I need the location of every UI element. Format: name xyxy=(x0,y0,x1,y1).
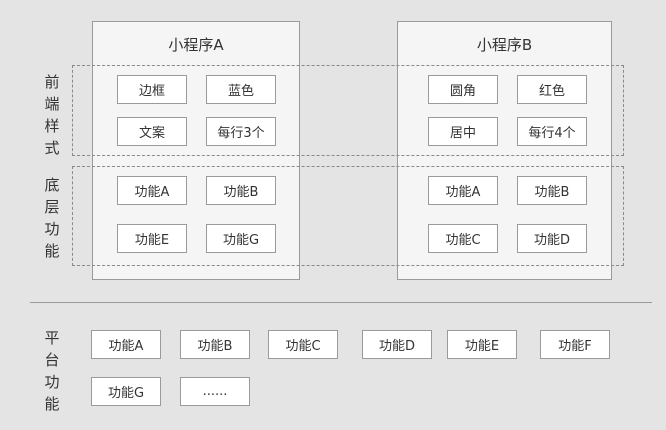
base-function-band xyxy=(72,166,624,266)
program-a-function-g: 功能G xyxy=(206,224,276,253)
program-b-title: 小程序B xyxy=(476,36,533,54)
platform-function-b: 功能B xyxy=(180,330,250,359)
program-b-style-red: 红色 xyxy=(517,75,587,104)
platform-function-label: 平 台 功 能 xyxy=(42,327,62,415)
base-function-char-3: 功 xyxy=(44,220,60,238)
frontend-style-char-2: 端 xyxy=(44,95,60,113)
program-a-title: 小程序A xyxy=(168,36,224,54)
frontend-style-band xyxy=(72,65,624,156)
platform-function-char-3: 功 xyxy=(44,373,60,391)
program-a-style-blue: 蓝色 xyxy=(206,75,276,104)
program-a-function-e: 功能E xyxy=(117,224,187,253)
section-divider xyxy=(30,302,652,303)
program-b-style-rounded: 圆角 xyxy=(428,75,498,104)
program-b-style-center: 居中 xyxy=(428,117,498,146)
program-a-style-border: 边框 xyxy=(117,75,187,104)
platform-function-g: 功能G xyxy=(91,377,161,406)
frontend-style-label: 前 端 样 式 xyxy=(42,71,62,159)
platform-function-more: ...... xyxy=(180,377,250,406)
platform-function-d: 功能D xyxy=(362,330,432,359)
program-b-function-c: 功能C xyxy=(428,224,498,253)
platform-function-char-2: 台 xyxy=(44,351,60,369)
platform-function-char-1: 平 xyxy=(44,329,60,347)
platform-function-e: 功能E xyxy=(447,330,517,359)
program-a-function-b: 功能B xyxy=(206,176,276,205)
base-function-char-2: 层 xyxy=(44,198,60,216)
frontend-style-char-3: 样 xyxy=(44,117,60,135)
program-a-style-copy: 文案 xyxy=(117,117,187,146)
base-function-char-1: 底 xyxy=(44,176,60,194)
program-b-function-d: 功能D xyxy=(517,224,587,253)
platform-function-char-4: 能 xyxy=(44,395,60,413)
platform-function-c: 功能C xyxy=(268,330,338,359)
frontend-style-char-4: 式 xyxy=(44,139,60,157)
base-function-label: 底 层 功 能 xyxy=(42,174,62,262)
program-b-style-per-row: 每行4个 xyxy=(517,117,587,146)
platform-function-f: 功能F xyxy=(540,330,610,359)
program-b-function-a: 功能A xyxy=(428,176,498,205)
program-a-style-per-row: 每行3个 xyxy=(206,117,276,146)
program-a-function-a: 功能A xyxy=(117,176,187,205)
platform-function-a: 功能A xyxy=(91,330,161,359)
frontend-style-char-1: 前 xyxy=(44,73,60,91)
base-function-char-4: 能 xyxy=(44,242,60,260)
program-b-function-b: 功能B xyxy=(517,176,587,205)
